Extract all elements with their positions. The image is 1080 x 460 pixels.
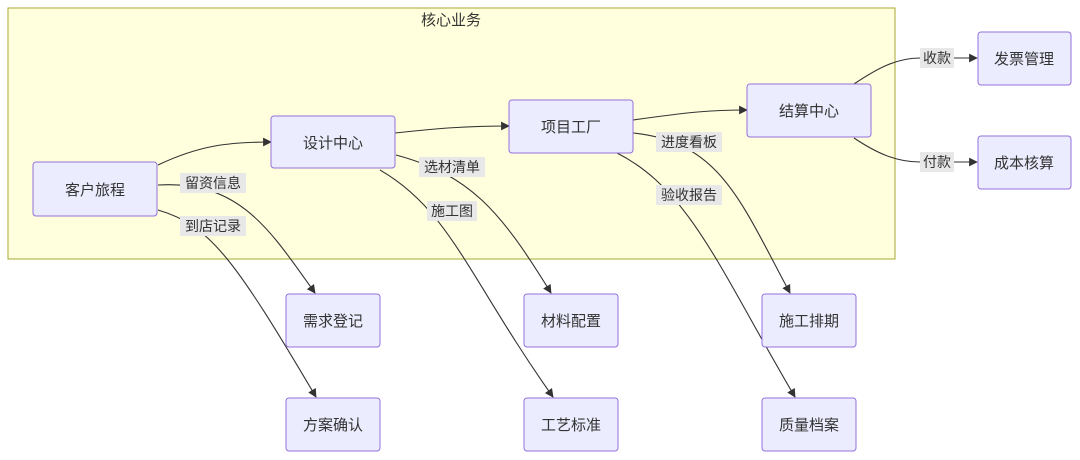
edge-kehu-sheji: [157, 137, 272, 166]
svg-text:施工排期: 施工排期: [779, 312, 839, 330]
edge-kehu-fangan: [157, 209, 317, 398]
cluster-title: 核心业务: [421, 11, 481, 29]
svg-text:付款: 付款: [923, 155, 951, 171]
svg-text:施工图: 施工图: [431, 204, 473, 220]
svg-text:需求登记: 需求登记: [303, 312, 363, 330]
node-fangan[interactable]: 方案确认: [285, 397, 381, 452]
node-xuqiu[interactable]: 需求登记: [285, 293, 381, 348]
node-zhiliang[interactable]: 质量档案: [761, 397, 857, 452]
edge-label-yanshou: 验收报告: [656, 185, 722, 205]
node-paiqi[interactable]: 施工排期: [761, 293, 857, 348]
node-xiangmu[interactable]: 项目工厂: [508, 99, 634, 154]
svg-text:发票管理: 发票管理: [994, 50, 1054, 68]
node-cailiao[interactable]: 材料配置: [523, 293, 619, 348]
edge-sheji-xiangmu: [394, 121, 510, 134]
svg-text:质量档案: 质量档案: [779, 416, 839, 434]
nodes: 客户旅程 设计中心 项目工厂 结算中心 发票管理 成本核算 需求登记 方案确认: [32, 31, 1072, 452]
edge-labels: 留资信息 到店记录 选材清单 施工图 进度看板 验收报告 收款 付款: [180, 48, 954, 236]
edge-label-fukuan: 付款: [920, 152, 954, 172]
svg-text:方案确认: 方案确认: [303, 416, 363, 434]
edge-sheji-gongyi: [379, 169, 554, 398]
svg-text:结算中心: 结算中心: [779, 102, 839, 120]
edge-xiangmu-jiesuan: [632, 105, 748, 121]
edge-jiesuan-fapiao: [853, 53, 978, 85]
node-sheji[interactable]: 设计中心: [270, 115, 396, 169]
svg-text:验收报告: 验收报告: [661, 188, 717, 204]
svg-text:设计中心: 设计中心: [303, 134, 363, 152]
edge-jiesuan-chengben: [853, 137, 978, 167]
node-fapiao[interactable]: 发票管理: [977, 31, 1072, 86]
edge-label-shoukuan: 收款: [920, 48, 954, 68]
node-jiesuan[interactable]: 结算中心: [746, 83, 872, 138]
svg-text:项目工厂: 项目工厂: [541, 118, 601, 136]
svg-text:客户旅程: 客户旅程: [65, 181, 125, 199]
node-kehu[interactable]: 客户旅程: [32, 161, 158, 217]
edge-xiangmu-zhiliang: [616, 152, 796, 398]
svg-text:到店记录: 到店记录: [185, 219, 241, 235]
svg-text:收款: 收款: [923, 51, 951, 67]
svg-text:材料配置: 材料配置: [541, 312, 601, 330]
svg-text:进度看板: 进度看板: [661, 135, 717, 151]
edge-label-daodian: 到店记录: [180, 216, 246, 236]
svg-text:工艺标准: 工艺标准: [541, 416, 601, 434]
edge-label-liuzi: 留资信息: [180, 173, 246, 193]
node-gongyi[interactable]: 工艺标准: [523, 397, 619, 452]
svg-text:留资信息: 留资信息: [185, 175, 241, 192]
svg-text:选材清单: 选材清单: [424, 160, 480, 176]
edge-label-jindu: 进度看板: [656, 132, 722, 152]
edge-label-xuancai: 选材清单: [419, 157, 485, 177]
svg-text:成本核算: 成本核算: [994, 154, 1054, 172]
edge-label-shigongtu: 施工图: [427, 201, 477, 221]
node-chengben[interactable]: 成本核算: [977, 135, 1072, 190]
